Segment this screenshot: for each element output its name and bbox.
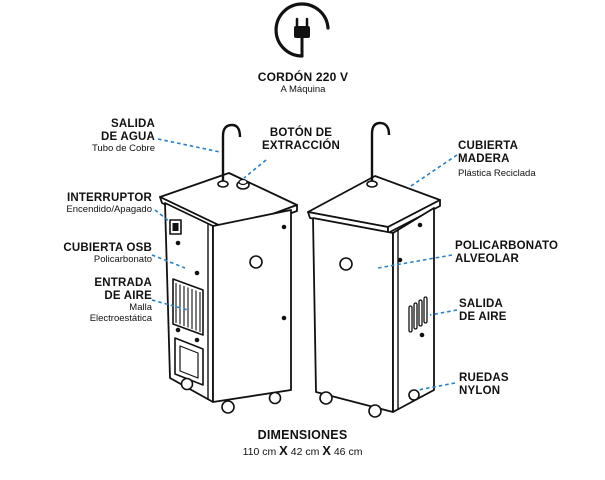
right-lid-edge-right (387, 199, 441, 234)
water-outlet-title-2: DE AGUA (100, 131, 155, 144)
water-outlet-label: SALIDA DE AGUA Tubo de Cobre (40, 118, 155, 155)
wood-cover-sub: Plástica Reciclada (458, 168, 536, 180)
extract-button-label: BOTÓN DE EXTRACCIÓN (258, 127, 344, 153)
right-water-tap (370, 121, 391, 183)
switch-title: INTERRUPTOR (66, 192, 152, 204)
air-outlet-title-2: DE AIRE (459, 311, 507, 324)
polycarbonate-title-1: POLICARBONATO (455, 240, 559, 252)
dimension-width: 42 cm (290, 446, 320, 459)
air-intake-title-2: DE AIRE (104, 290, 152, 303)
dimensions-block: DIMENSIONES 110 cm X 42 cm X 46 cm (200, 428, 405, 459)
wheels-title-2: NYLON (459, 385, 501, 398)
wheels-label: RUEDAS NYLON (459, 372, 579, 398)
power-cord-title: CORDÓN 220 V (257, 70, 349, 84)
wood-cover-title-1: CUBIERTA (458, 140, 519, 152)
polycarbonate-title-2: ALVEOLAR (455, 253, 519, 266)
right-machine (307, 121, 441, 418)
extract-button-title-1: BOTÓN DE (269, 127, 333, 139)
leader-lines (151, 138, 458, 391)
power-cord-label: CORDÓN 220 V A Máquina (240, 70, 366, 96)
left-machine (159, 123, 298, 414)
air-intake-sub-2: Electroestática (89, 313, 152, 325)
wheels-title-1: RUEDAS (459, 372, 509, 384)
right-air-outlet (408, 296, 428, 333)
osb-cover-label: CUBIERTA OSB Policarbonato (30, 242, 152, 266)
left-water-tap (221, 123, 242, 183)
power-cord-subtitle: A Máquina (280, 83, 326, 95)
air-outlet-label: SALIDA DE AIRE (459, 298, 579, 324)
extract-button-title-2: EXTRACCIÓN (261, 140, 341, 153)
dimensions-values: 110 cm X 42 cm X 46 cm (200, 443, 405, 459)
osb-cover-sub: Policarbonato (93, 254, 152, 266)
dimension-depth: 46 cm (333, 446, 363, 459)
dimension-height: 110 cm (242, 446, 277, 459)
right-body-front (312, 217, 394, 413)
water-outlet-sub: Tubo de Cobre (91, 143, 155, 155)
switch-sub: Encendido/Apagado (66, 204, 152, 216)
air-outlet-title-1: SALIDA (459, 298, 504, 310)
air-intake-label: ENTRADA DE AIRE Malla Electroestática (30, 277, 152, 325)
switch-label: INTERRUPTOR Encendido/Apagado (30, 192, 152, 216)
dimension-sep-1: X (279, 443, 288, 459)
water-outlet-title-1: SALIDA (110, 118, 155, 130)
plug-icon (274, 2, 330, 58)
wood-cover-label: CUBIERTA MADERA Plástica Reciclada (458, 140, 598, 180)
air-intake-title-1: ENTRADA (94, 277, 152, 289)
osb-cover-title: CUBIERTA OSB (63, 242, 152, 254)
left-body-front (212, 209, 292, 403)
polycarbonate-label: POLICARBONATO ALVEOLAR (455, 240, 600, 266)
dimensions-title: DIMENSIONES (257, 428, 348, 442)
wood-cover-title-2: MADERA (458, 153, 510, 166)
dimension-sep-2: X (322, 443, 331, 459)
air-intake-sub-1: Malla (129, 302, 152, 314)
